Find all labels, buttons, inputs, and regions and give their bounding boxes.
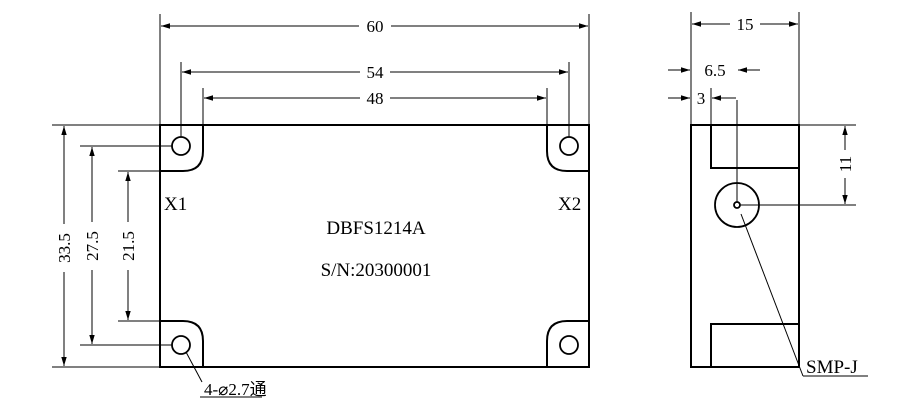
- dim-overall-height: 33.5: [55, 233, 74, 263]
- serial-label: S/N:20300001: [321, 260, 432, 281]
- smp-connector-pin: [733, 201, 741, 209]
- connector-label-leader: [740, 213, 804, 377]
- front-view: X1 X2 DBFS1214A S/N:20300001 60 54 48 33…: [52, 14, 590, 399]
- mounting-hole-bottom-right: [559, 335, 579, 355]
- side-body-outline: [690, 124, 800, 368]
- side-view: 15 6.5 3 11 SMP-J: [668, 12, 868, 378]
- dim-hole-spacing-inner: 48: [367, 89, 384, 108]
- mounting-hole-top-left: [171, 136, 191, 156]
- dim-hole-spacing-vertical-outer: 27.5: [83, 231, 102, 261]
- mounting-hole-bottom-left: [171, 335, 191, 355]
- connector-label: SMP-J: [806, 357, 858, 378]
- hole-note: 4-⌀2.7通: [204, 380, 267, 399]
- corner-tab-bottom-left: [160, 320, 204, 367]
- dim-connector-offset: 6.5: [704, 61, 725, 80]
- dim-step-offset: 3: [697, 89, 706, 108]
- dim-connector-height: 11: [836, 156, 855, 172]
- front-body-outline: [159, 124, 590, 368]
- side-step-bottom: [710, 323, 799, 367]
- side-step-top: [710, 125, 799, 169]
- corner-tab-top-left: [160, 125, 204, 172]
- dim-hole-spacing-vertical-inner: 21.5: [119, 231, 138, 261]
- dim-overall-depth: 15: [737, 15, 754, 34]
- port-label-x2: X2: [558, 194, 581, 215]
- corner-tab-top-right: [546, 125, 589, 172]
- hole-note-leader: [185, 351, 203, 383]
- model-label: DBFS1214A: [326, 218, 426, 239]
- dim-overall-width: 60: [367, 17, 384, 36]
- mounting-hole-top-right: [559, 136, 579, 156]
- dim-hole-spacing-outer: 54: [367, 63, 385, 82]
- port-label-x1: X1: [164, 194, 187, 215]
- corner-tab-bottom-right: [546, 320, 589, 367]
